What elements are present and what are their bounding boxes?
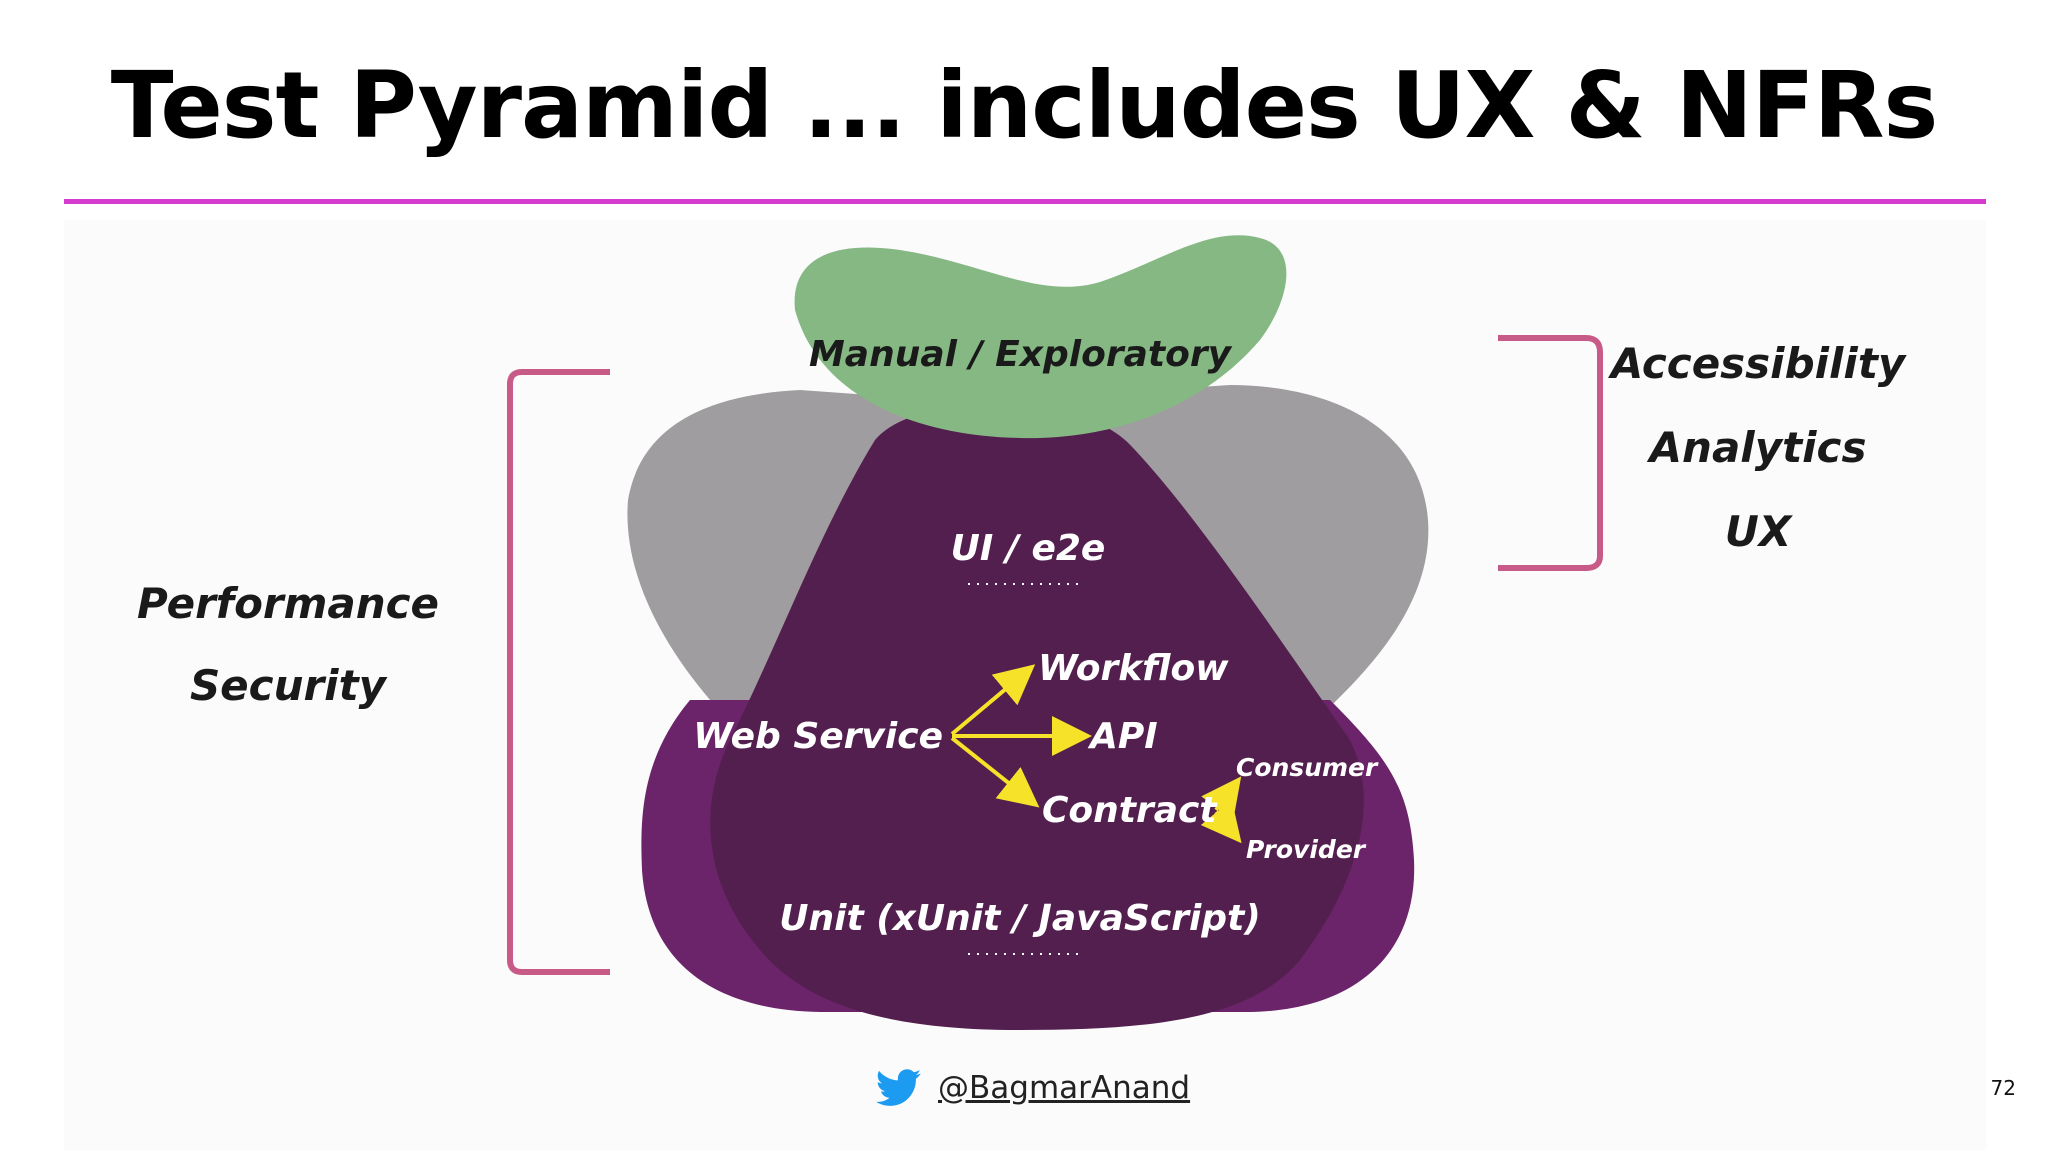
footer-social: @BagmarAnand xyxy=(876,1066,1190,1110)
label-performance: Performance xyxy=(137,579,439,628)
label-unit: Unit (xUnit / JavaScript) xyxy=(779,898,1260,939)
right-bracket xyxy=(1498,335,1603,571)
arrow-to-provider xyxy=(1200,799,1242,844)
label-ux: UX xyxy=(1725,507,1794,556)
label-provider: Provider xyxy=(1246,835,1367,864)
label-accessibility: Accessibility xyxy=(1608,339,1907,388)
label-ui-e2e: UI / e2e xyxy=(951,528,1106,569)
label-web-service: Web Service xyxy=(693,716,943,757)
slide-title: Test Pyramid ... includes UX & NFRs xyxy=(110,52,1938,159)
label-security: Security xyxy=(190,661,388,710)
label-contract: Contract xyxy=(1042,790,1218,831)
arrow-to-contract xyxy=(950,736,1040,808)
left-bracket xyxy=(507,369,610,975)
label-analytics: Analytics xyxy=(1647,423,1867,472)
green-top-blob xyxy=(794,235,1287,439)
twitter-bird-icon xyxy=(876,1069,922,1106)
label-api: API xyxy=(1087,716,1158,757)
label-consumer: Consumer xyxy=(1236,753,1379,782)
label-workflow: Workflow xyxy=(1038,648,1229,689)
purple-pyramid-core xyxy=(710,405,1364,1030)
label-manual-exploratory: Manual / Exploratory xyxy=(809,334,1233,375)
title-divider xyxy=(64,199,1986,204)
arrow-to-workflow xyxy=(950,664,1036,736)
twitter-handle-link[interactable]: @BagmarAnand xyxy=(938,1070,1191,1106)
page-number: 72 xyxy=(1990,1076,2016,1100)
